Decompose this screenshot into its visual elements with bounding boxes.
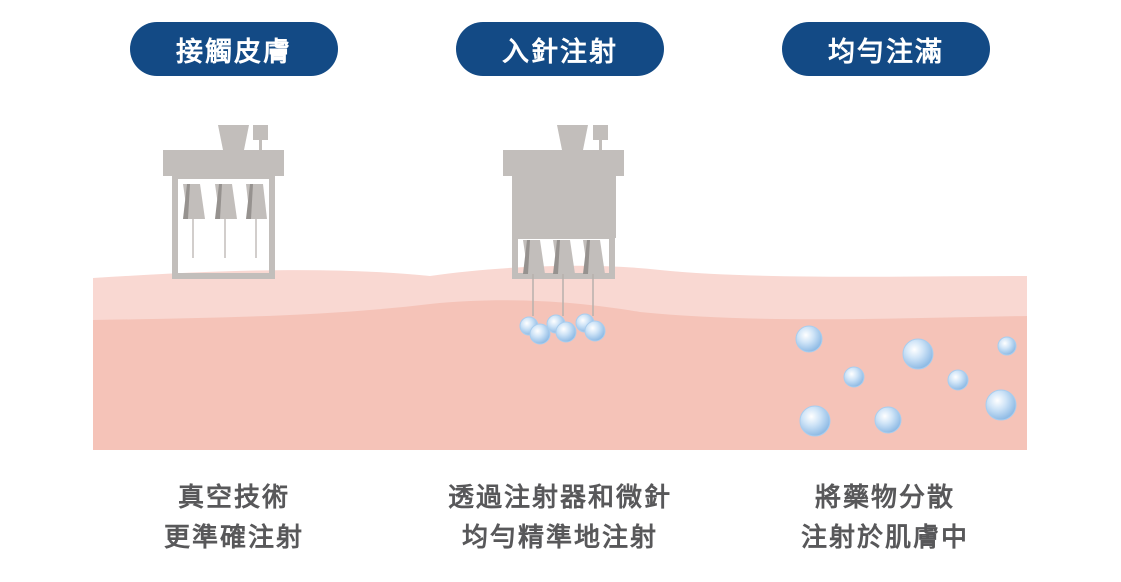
step-3-title: 均勻注滿 [828,36,944,68]
device-1-funnel [218,125,249,150]
step-2-caption-line2: 均勻精準地注射 [461,523,658,553]
step-2-title-pill: 入針注射 [456,22,664,76]
step-1-title-pill: 接觸皮膚 [130,22,338,76]
device-2-port [593,125,608,140]
step-1-caption: 真空技術 更準確注射 [74,478,394,558]
device-1-vacuum-injector [163,125,284,279]
device-1-port [253,125,268,140]
device-1-top-plate [163,150,284,176]
step-3-caption-line1: 將藥物分散 [814,483,955,513]
step-2-caption: 透過注射器和微針 均勻精準地注射 [400,478,720,558]
step-1-caption-line2: 更準確注射 [163,523,304,553]
device-2-top-plate [503,150,624,176]
step-2-title: 入針注射 [502,36,618,68]
step-3-title-pill: 均勻注滿 [782,22,990,76]
injected-drug-bubbles [519,313,606,345]
device-1-frame [172,173,275,279]
skin-dermis-layer [93,300,1027,450]
step-3-caption-line2: 注射於肌膚中 [800,523,969,553]
step-1-caption-line1: 真空技術 [177,483,290,513]
device-2-injector [503,125,624,316]
device-2-body [512,176,616,238]
dispersed-drug-bubbles [795,325,1017,437]
step-3-caption: 將藥物分散 注射於肌膚中 [725,478,1045,558]
device-2-funnel [557,125,588,150]
step-2-caption-line1: 透過注射器和微針 [447,483,672,513]
step-1-title: 接觸皮膚 [176,36,292,68]
